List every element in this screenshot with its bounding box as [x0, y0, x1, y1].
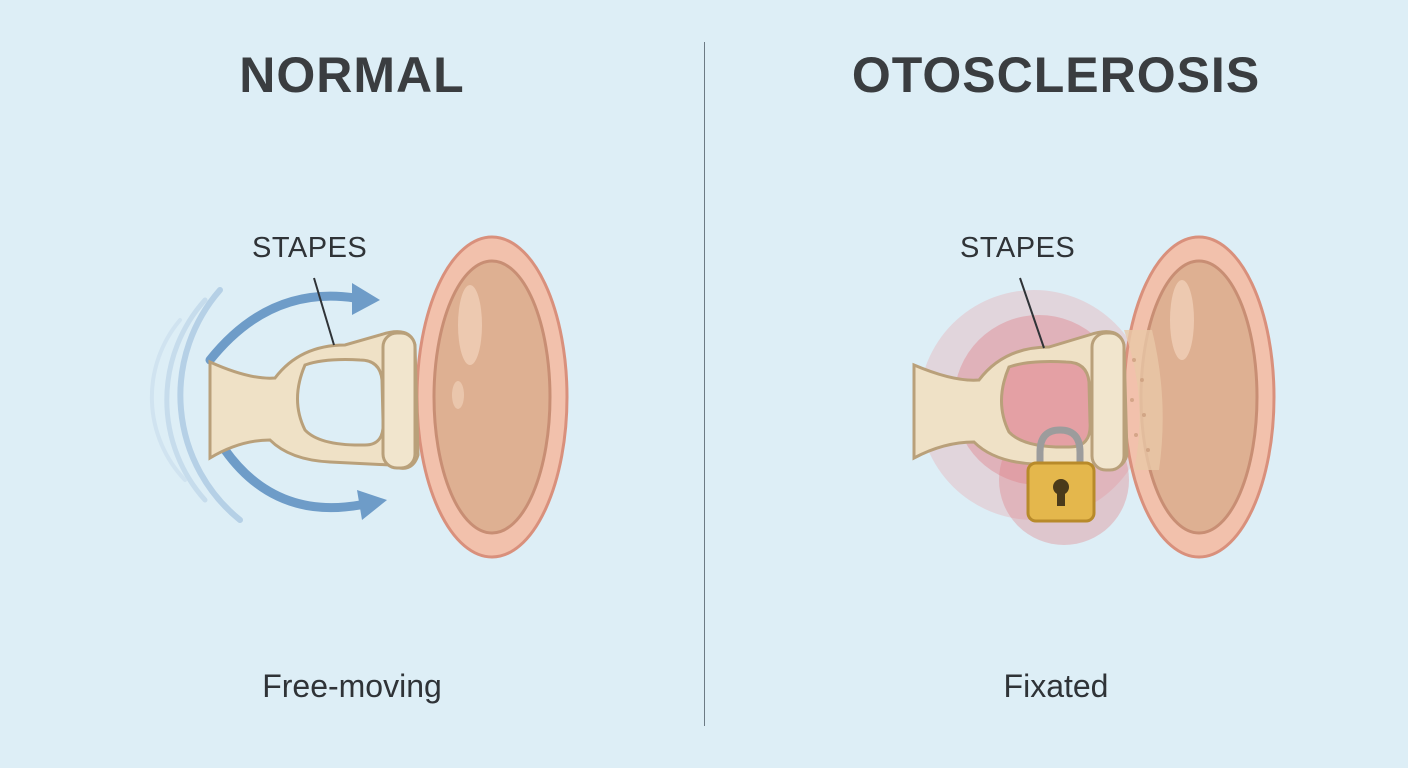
motion-arrow-icon: [205, 283, 380, 365]
otosclerosis-caption: Fixated: [1003, 668, 1109, 704]
stapes-label: STAPES: [960, 232, 1076, 264]
otosclerosis-title: OTOSCLEROSIS: [851, 47, 1261, 103]
normal-panel: NORMAL STAPES: [149, 47, 569, 704]
oval-window: [415, 235, 569, 559]
stapes-bone: [208, 330, 420, 470]
oval-window: [1122, 235, 1276, 559]
padlock-icon: [1026, 426, 1096, 523]
motion-arrow-icon: [220, 445, 387, 520]
normal-caption: Free-moving: [262, 668, 442, 704]
vibration-waves: [149, 287, 243, 523]
otosclerosis-panel: OTOSCLEROSIS: [704, 0, 1408, 768]
stapes-pointer: [1019, 277, 1045, 349]
panel-divider: [704, 42, 705, 726]
stapes-pointer: [313, 277, 335, 346]
otosclerosis-stapes-illustration: [912, 235, 1276, 559]
stapes-label: STAPES: [252, 232, 368, 264]
normal-stapes-illustration: [149, 235, 569, 559]
normal-title: NORMAL: [239, 47, 465, 103]
